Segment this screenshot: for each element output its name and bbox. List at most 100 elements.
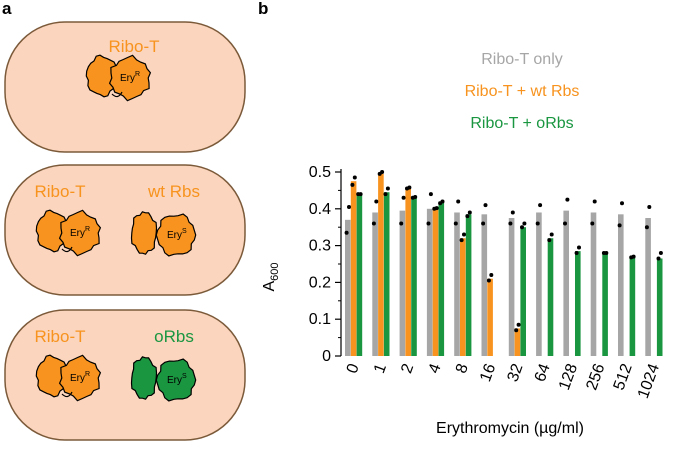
small-subunit [35, 209, 69, 253]
chart-legend: Ribo-T only Ribo-T + wt Rbs Ribo-T + oRb… [465, 51, 580, 132]
y-tick-label: 0.5 [309, 164, 331, 181]
tether [61, 246, 73, 253]
replicate-point [647, 204, 652, 209]
large-subunit [58, 354, 102, 402]
x-tick-label: 8 [453, 361, 472, 375]
y-axis-title-main: A [261, 281, 278, 292]
replicate-point [456, 199, 461, 204]
large-subunit [58, 209, 102, 257]
bar-1-16 [481, 214, 488, 356]
replicate-point [604, 250, 609, 255]
replicate-point [428, 192, 433, 197]
x-tick-label: 256 [583, 361, 608, 392]
bar-2-4 [432, 208, 439, 356]
x-tick-label: 0 [344, 361, 363, 375]
replicate-point [385, 186, 390, 191]
bar-2-16 [487, 278, 493, 356]
small-subunit [35, 354, 69, 398]
y-axis-title-subscript: 600 [269, 262, 281, 280]
replicate-point [631, 254, 636, 259]
replicate-point [486, 278, 491, 283]
bar-3-8 [465, 214, 472, 356]
ribosome-pair: EryS [130, 356, 197, 402]
cell-label: Ribo-T [34, 182, 85, 201]
bar-3-1 [383, 192, 390, 356]
chart-bars [345, 173, 663, 356]
replicate-point [413, 195, 418, 200]
cell-label: Ribo-T [34, 327, 85, 346]
bar-2-32 [514, 328, 521, 356]
bar-3-1024 [656, 258, 663, 356]
bar-1-32 [508, 218, 515, 356]
bar-1-512 [618, 214, 624, 356]
replicate-point [489, 273, 494, 278]
replicate-point [617, 223, 622, 228]
bar-1-4 [426, 208, 433, 356]
bar-1-128 [563, 210, 569, 356]
bar-1-0 [345, 219, 351, 356]
bar-2-2 [405, 188, 411, 356]
panel-b-letter: b [258, 0, 268, 18]
replicate-point [522, 221, 527, 226]
replicate-point [481, 221, 486, 226]
x-tick-label: 512 [611, 361, 636, 392]
replicate-point [380, 170, 385, 174]
replicate-point [399, 221, 404, 226]
x-tick-label: 4 [426, 361, 445, 375]
replicate-point [520, 225, 524, 230]
y-tick-label: 0.3 [309, 238, 331, 255]
y-tick-label: 0 [322, 348, 331, 365]
y-axis-title: A600 [261, 262, 281, 291]
x-tick-label: 128 [556, 361, 581, 392]
y-tick-label: 0.2 [309, 274, 331, 291]
replicate-point [658, 250, 663, 255]
bar-3-256 [602, 252, 608, 356]
small-subunit [85, 54, 119, 98]
bar-3-32 [520, 227, 526, 356]
replicate-point [347, 204, 351, 209]
replicate-point [462, 232, 466, 237]
replicate-point [577, 245, 581, 250]
replicate-point [510, 210, 515, 215]
replicate-point [483, 203, 488, 208]
bar-3-128 [575, 251, 581, 356]
replicate-point [563, 221, 567, 226]
panel-a-letter: a [2, 0, 12, 18]
replicate-point [592, 199, 597, 204]
replicate-point [590, 221, 595, 226]
replicate-point [535, 221, 540, 226]
cell-label: oRbs [154, 327, 194, 346]
x-axis-title: Erythromycin (µg/ml) [436, 420, 584, 437]
ribo-t-ribosome: EryR [35, 354, 102, 402]
replicate-point [656, 256, 661, 261]
legend-entry-ribo-t-only: Ribo-T only [481, 51, 563, 68]
small-subunit [130, 356, 158, 400]
legend-entry-ribo-t-wt-rbs: Ribo-T + wt Rbs [465, 83, 580, 100]
ribosome-pair: EryS [130, 211, 197, 257]
x-tick-label: 1 [371, 361, 390, 375]
large-subunit [155, 213, 197, 257]
x-tick-label: 32 [504, 361, 526, 384]
replicate-point [401, 195, 406, 200]
replicate-point [407, 185, 412, 190]
ribo-t-ribosome: EryR [35, 209, 102, 257]
large-subunit [155, 358, 197, 402]
replicate-point [383, 192, 388, 197]
chart-points [344, 170, 663, 333]
bar-1-1024 [645, 218, 651, 356]
x-tick-label: 2 [398, 361, 417, 375]
x-tick-label: 64 [532, 361, 554, 384]
bar-3-512 [629, 256, 636, 356]
legend-entry-ribo-t-orbs: Ribo-T + oRbs [470, 115, 573, 132]
replicate-point [574, 250, 579, 255]
replicate-point [467, 210, 472, 215]
replicate-point [459, 238, 464, 243]
replicate-point [426, 221, 431, 226]
ribo-t-ribosome: EryR [85, 54, 152, 102]
